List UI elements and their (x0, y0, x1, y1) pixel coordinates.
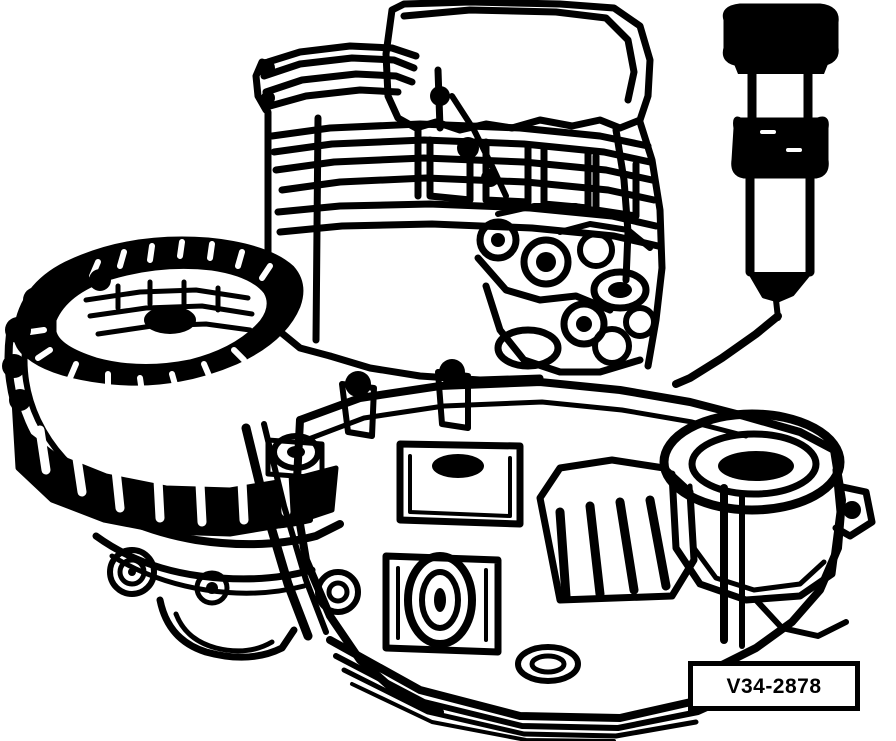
mounting-boss-cluster (474, 203, 657, 376)
driveshaft-flange-bore (659, 409, 876, 649)
figure-code-text: V34-2878 (726, 674, 822, 698)
upper-boss-cluster (430, 86, 509, 199)
clutch-housing-flange (2, 269, 344, 661)
figure-code-label: V34-2878 (688, 661, 860, 711)
special-service-tool (722, 3, 839, 321)
gearbox-main-housing (241, 359, 846, 741)
differential-ring-gear (13, 236, 304, 395)
tool-leader-line (672, 312, 782, 388)
lower-detail-bosses (194, 433, 325, 606)
